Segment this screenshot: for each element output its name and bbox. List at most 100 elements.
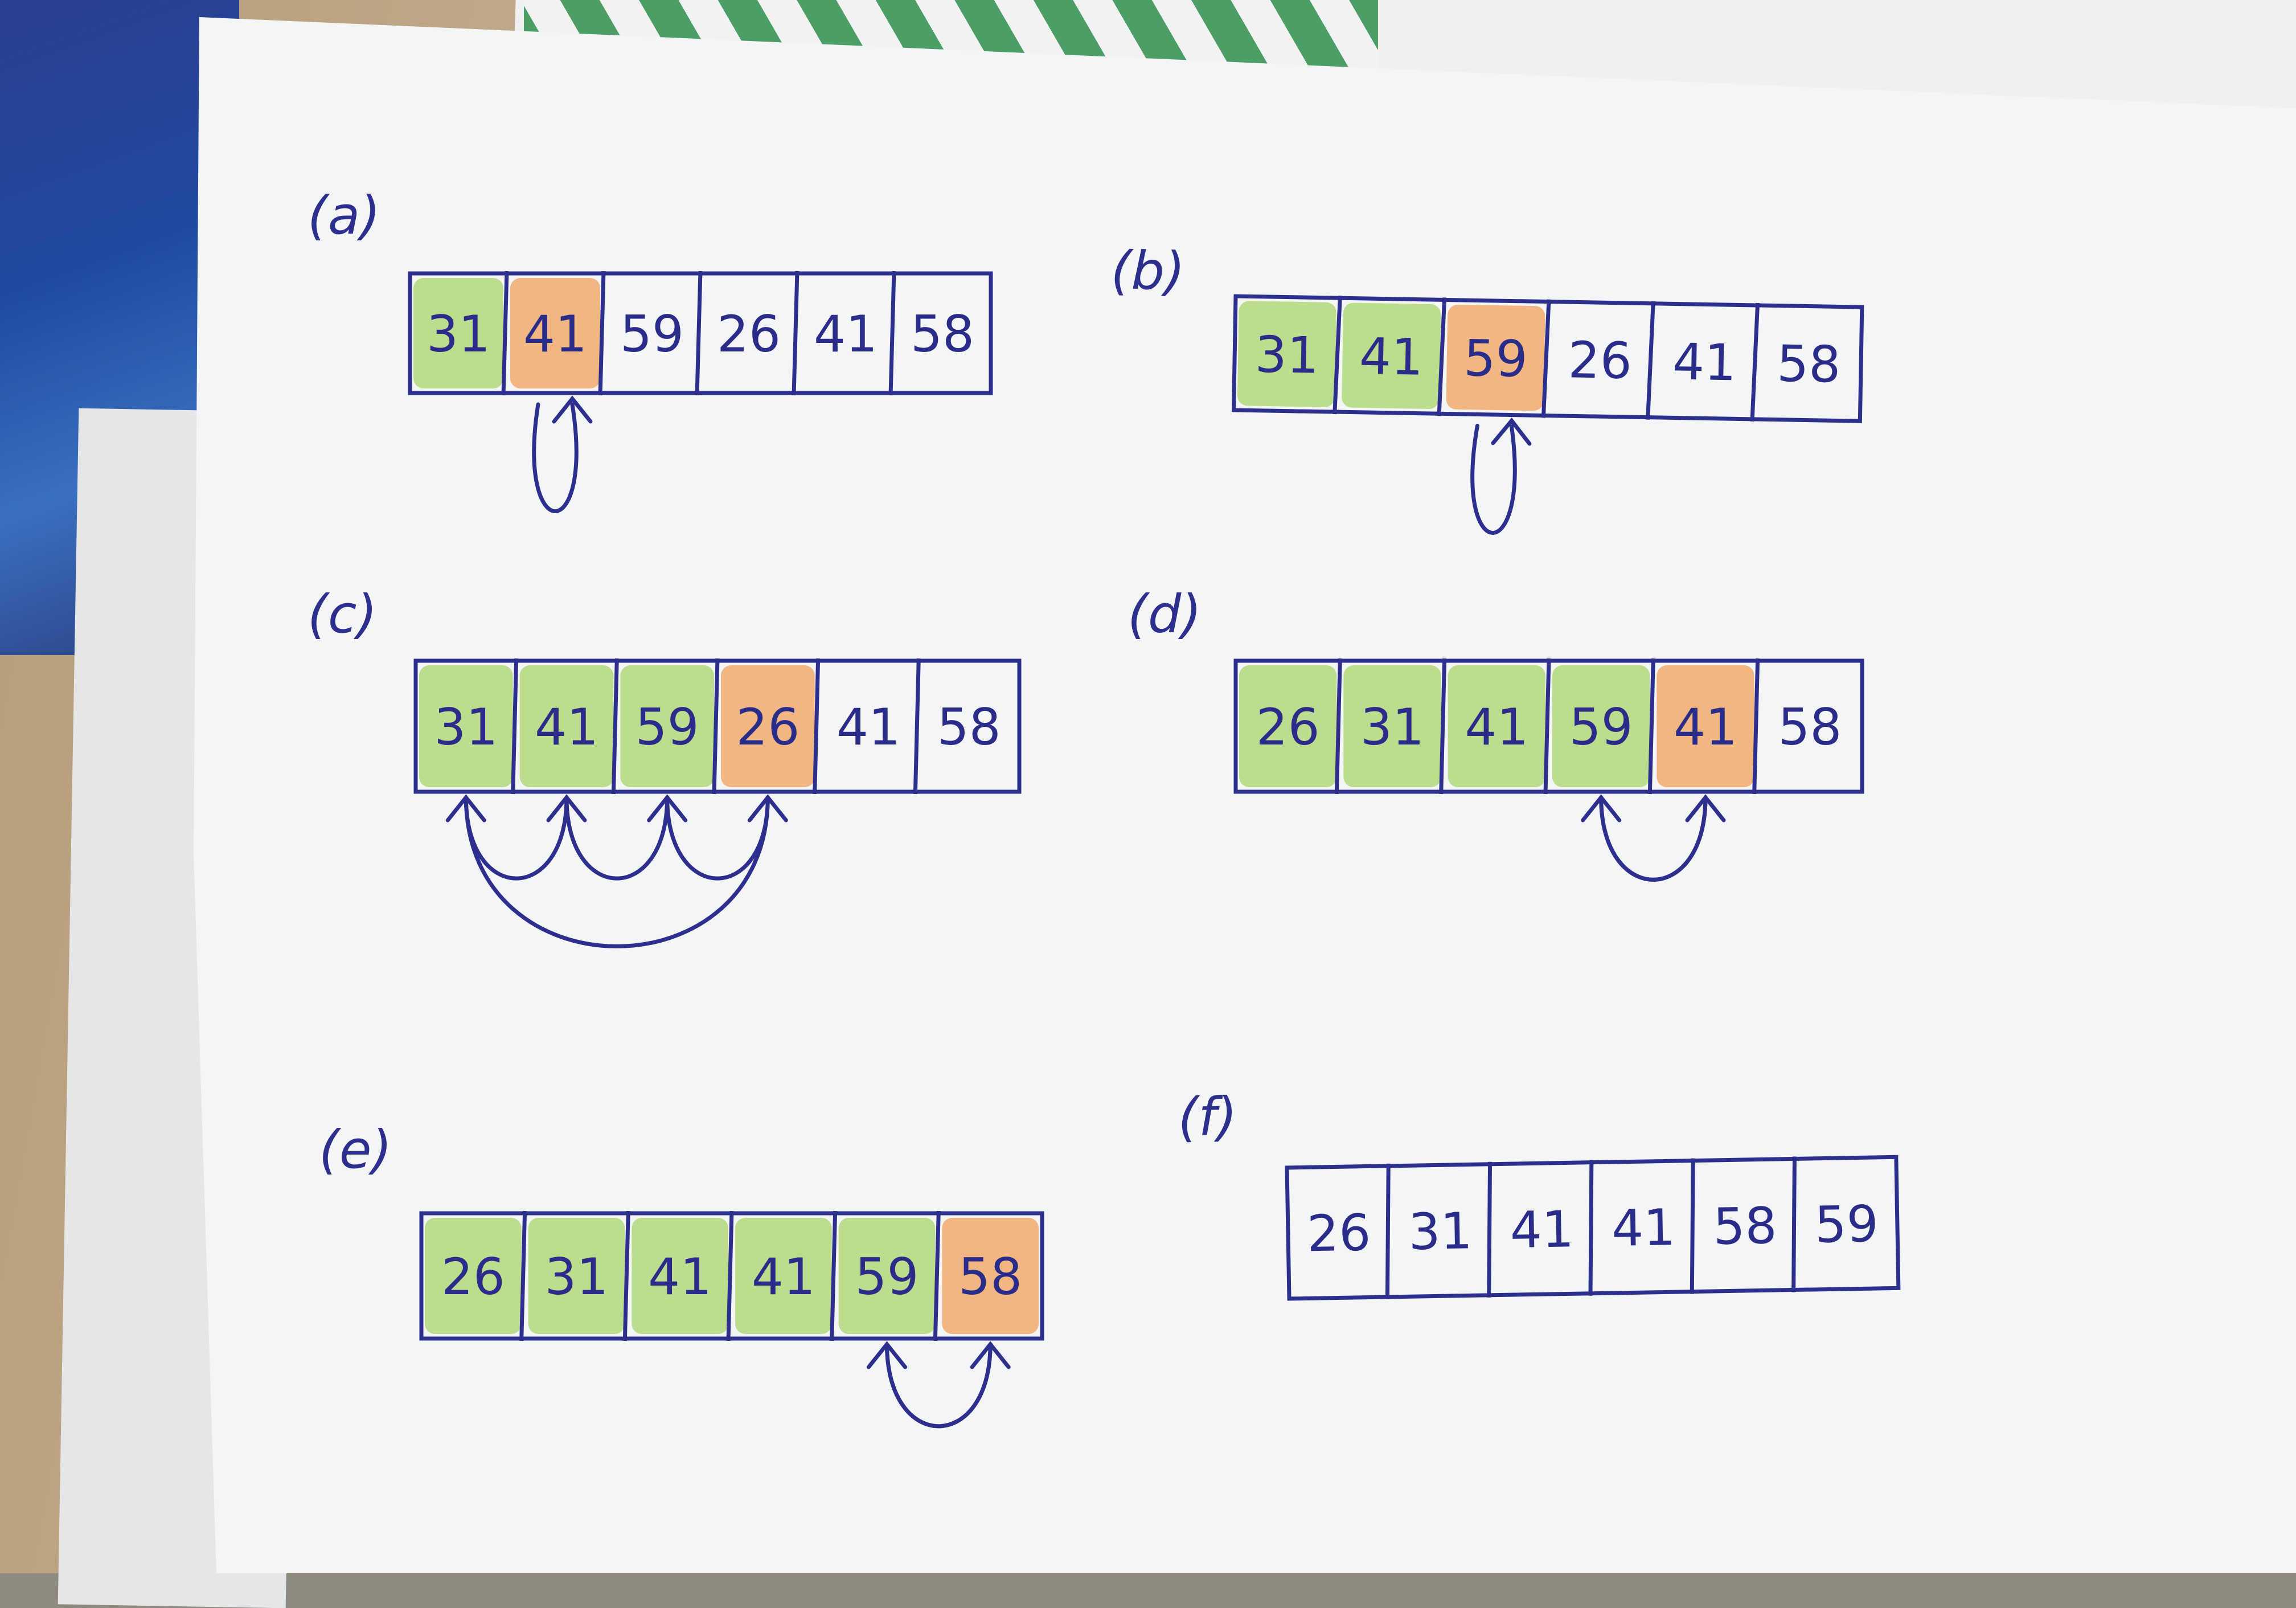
cell-divider — [712, 658, 720, 795]
cell-value: 26 — [441, 1247, 505, 1306]
cell-divider — [511, 658, 519, 795]
cell-divider — [1750, 302, 1760, 422]
cell-value: 41 — [648, 1247, 712, 1306]
cell-value: 41 — [1672, 332, 1737, 392]
key-cell-highlight — [721, 665, 815, 787]
cell-divider — [598, 271, 606, 396]
cell-value: 58 — [1777, 334, 1842, 394]
sorted-cell-highlight — [1552, 665, 1650, 787]
move-arrow — [532, 402, 579, 513]
cell-value: 58 — [937, 698, 1001, 756]
cell-value: 26 — [717, 305, 781, 363]
sorted-cell-highlight — [519, 665, 614, 787]
sorted-cell-highlight — [1448, 665, 1545, 787]
move-arrow — [1470, 423, 1517, 535]
cell-value: 26 — [1306, 1203, 1371, 1263]
cell-divider — [813, 658, 821, 795]
arrowhead — [1491, 417, 1532, 446]
sorted-cell-highlight — [528, 1218, 625, 1334]
sorted-cell-highlight — [413, 278, 503, 388]
cell-divider — [1487, 1161, 1493, 1298]
cell-divider — [1334, 658, 1342, 795]
cell-value: 41 — [814, 305, 878, 363]
cell-divider — [501, 271, 509, 396]
cell-divider — [726, 1210, 734, 1341]
move-arrow — [564, 795, 670, 881]
cell-value: 59 — [1463, 329, 1528, 388]
cell-value: 41 — [1465, 698, 1528, 756]
arrowhead — [867, 1341, 907, 1369]
cell-divider — [792, 271, 800, 396]
cell-value: 26 — [1568, 330, 1633, 390]
sorted-cell-highlight — [620, 665, 714, 787]
cell-value: 41 — [1510, 1200, 1575, 1259]
panel-label: (a) — [308, 185, 380, 246]
cell-divider — [1385, 1163, 1391, 1299]
cell-divider — [1646, 301, 1655, 420]
panel-label: (b) — [1110, 240, 1186, 302]
arrowhead — [1581, 794, 1622, 823]
cell-value: 41 — [535, 698, 598, 756]
move-arrow — [464, 795, 770, 948]
arrowhead — [445, 794, 486, 823]
key-cell-highlight — [510, 278, 600, 388]
paper-sheet-surface — [194, 17, 2296, 1573]
cell-divider — [933, 1210, 941, 1341]
insertion-sort-panels: (a) 31 41 59 26 41 58 (b) 31 41 59 26 41 58 (c) 31 41 59 2… — [308, 185, 1901, 1429]
cell-divider — [519, 1210, 527, 1341]
cell-divider — [695, 271, 703, 396]
cell-divider — [1690, 1158, 1695, 1294]
panel-label: (e) — [319, 1119, 392, 1180]
cell-value: 31 — [1408, 1201, 1473, 1261]
cell-value: 31 — [434, 698, 498, 756]
cell-value: 26 — [1256, 698, 1320, 756]
cell-value: 41 — [1611, 1198, 1676, 1258]
cell-value: 41 — [837, 698, 900, 756]
cell-value: 26 — [736, 698, 800, 756]
panel-f: (f) 26 31 41 41 58 59 — [1177, 1086, 1901, 1301]
arrowhead — [552, 395, 593, 424]
cell-divider — [1647, 658, 1655, 795]
cell-divider — [1332, 296, 1342, 415]
sorted-cell-highlight — [632, 1218, 728, 1334]
cell-divider — [830, 1210, 838, 1341]
paper-sheet: (a) 31 41 59 26 41 58 (b) 31 41 59 26 41 58 (c) 31 41 59 2… — [194, 17, 2296, 1573]
cell-divider — [1439, 658, 1447, 795]
cell-divider — [1437, 297, 1447, 416]
key-cell-highlight — [1657, 665, 1754, 787]
key-cell-highlight — [1446, 304, 1545, 411]
cell-value: 41 — [523, 305, 587, 363]
cell-value: 41 — [752, 1247, 815, 1306]
cell-divider — [611, 658, 619, 795]
cell-value: 31 — [1254, 325, 1319, 385]
move-arrow — [1599, 795, 1708, 882]
cell-divider — [888, 271, 896, 396]
panel-label: (f) — [1177, 1086, 1237, 1148]
sorted-cell-highlight — [1342, 302, 1441, 409]
panel-label: (c) — [308, 584, 377, 645]
cell-divider — [1588, 1160, 1594, 1296]
cell-value: 58 — [1778, 698, 1842, 756]
sorted-cell-highlight — [419, 665, 513, 787]
cell-value: 31 — [545, 1247, 609, 1306]
sorted-cell-highlight — [735, 1218, 832, 1334]
move-arrow — [885, 1342, 993, 1429]
cell-divider — [1541, 299, 1551, 418]
cell-value: 59 — [1569, 698, 1633, 756]
cell-value: 59 — [620, 305, 684, 363]
cell-divider — [622, 1210, 630, 1341]
cell-value: 41 — [1674, 698, 1737, 756]
cell-value: 41 — [1359, 327, 1424, 387]
key-cell-highlight — [942, 1218, 1039, 1334]
sorted-cell-highlight — [425, 1218, 522, 1334]
cell-value: 59 — [1814, 1194, 1879, 1254]
cell-divider — [1752, 658, 1760, 795]
cell-divider — [1543, 658, 1551, 795]
sorted-cell-highlight — [838, 1218, 936, 1334]
cell-value: 31 — [1360, 698, 1424, 756]
cell-value: 58 — [1713, 1196, 1778, 1256]
